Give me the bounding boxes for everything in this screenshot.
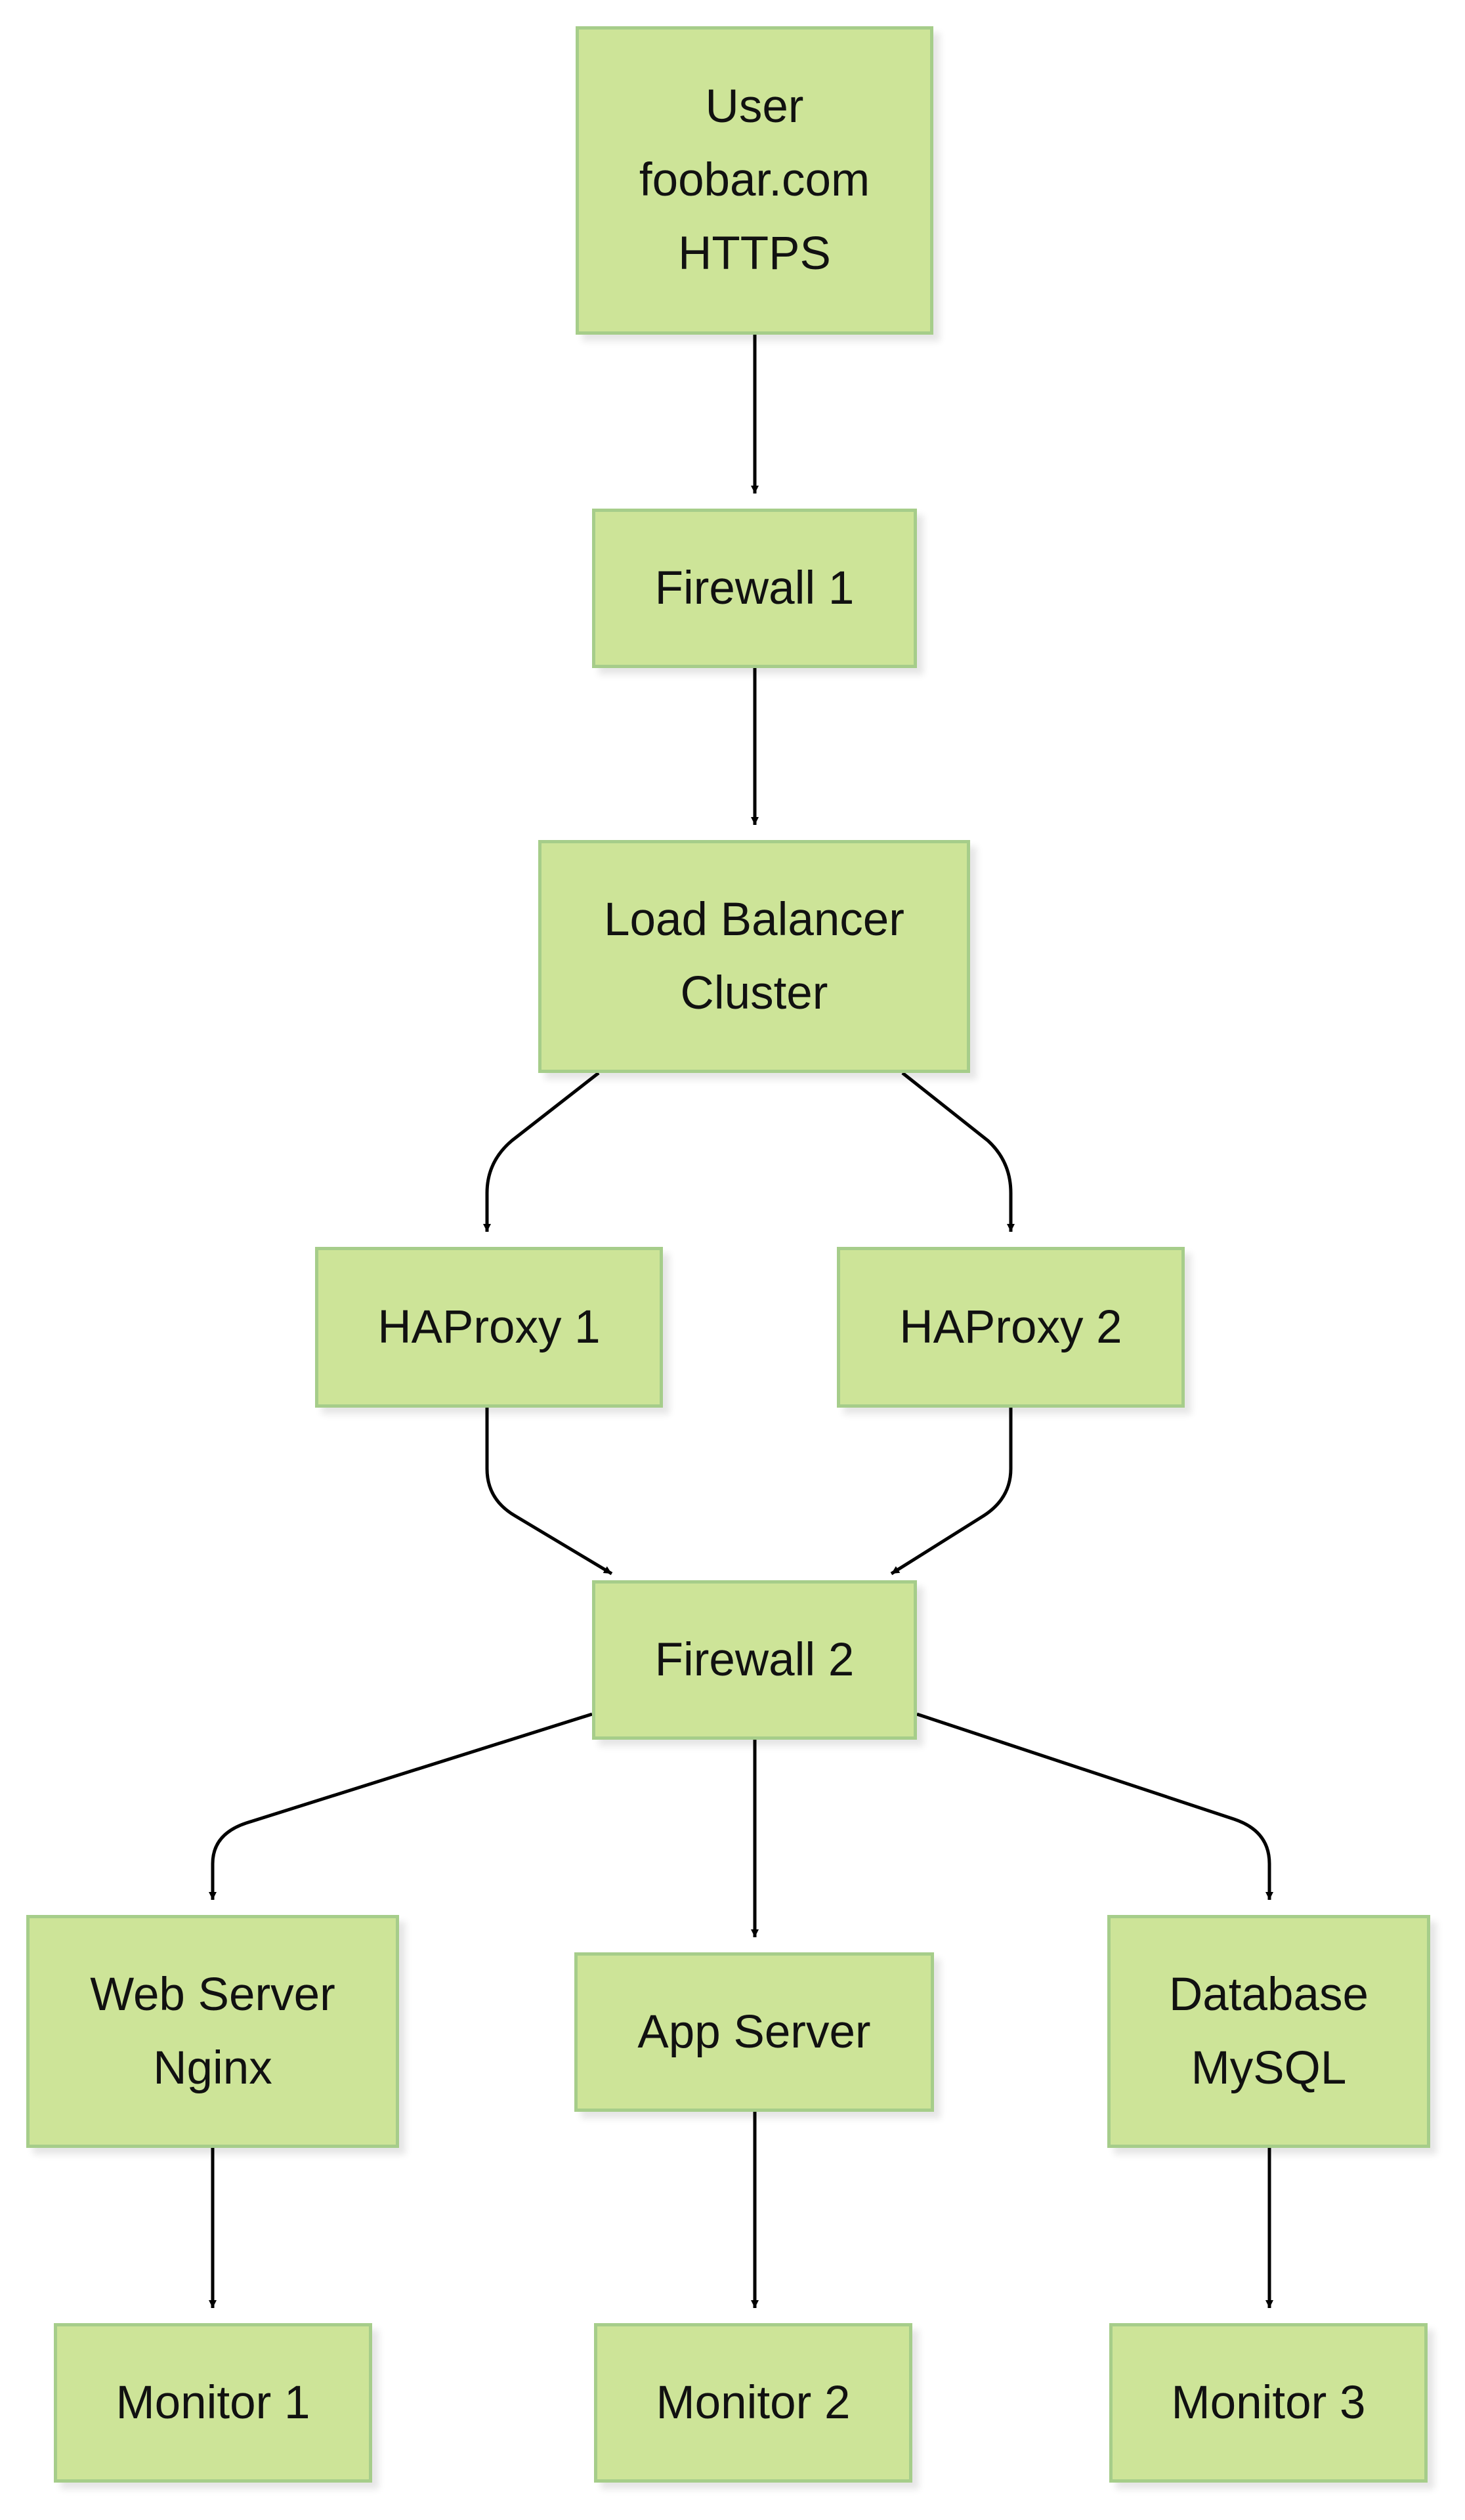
node-monitor-1-label: Monitor 1 <box>116 2376 310 2429</box>
node-monitor-3[interactable]: Monitor 3 <box>1109 2323 1428 2483</box>
node-web-server-line-2: Nginx <box>153 2042 272 2094</box>
edge-firewall2-to-web-server <box>209 1712 593 1900</box>
node-load-balancer[interactable]: Load Balancer Cluster <box>538 840 970 1073</box>
edge-load-balancer-to-haproxy2 <box>901 1072 1015 1232</box>
node-app-server-label: App Server <box>637 2006 871 2058</box>
node-user-line-1: User <box>705 81 804 133</box>
node-load-balancer-line-1: Load Balancer <box>604 893 904 946</box>
node-web-server[interactable]: Web Server Nginx <box>26 1915 399 2148</box>
node-monitor-2[interactable]: Monitor 2 <box>594 2323 912 2483</box>
node-monitor-1[interactable]: Monitor 1 <box>54 2323 372 2483</box>
node-web-server-line-1: Web Server <box>90 1968 335 2021</box>
edge-load-balancer-to-haproxy1 <box>483 1072 600 1232</box>
node-monitor-3-label: Monitor 3 <box>1171 2376 1366 2429</box>
node-load-balancer-line-2: Cluster <box>680 967 828 1019</box>
node-firewall-2[interactable]: Firewall 2 <box>592 1580 917 1740</box>
node-database-line-1: Database <box>1169 1968 1369 2021</box>
node-database[interactable]: Database MySQL <box>1107 1915 1430 2148</box>
node-app-server[interactable]: App Server <box>574 1952 934 2112</box>
node-haproxy-2-label: HAProxy 2 <box>899 1301 1122 1353</box>
node-monitor-2-label: Monitor 2 <box>656 2376 851 2429</box>
node-haproxy-1-label: HAProxy 1 <box>377 1301 601 1353</box>
node-user[interactable]: User foobar.com HTTPS <box>576 26 933 335</box>
edge-haproxy1-to-firewall2 <box>485 1408 613 1576</box>
node-firewall-2-label: Firewall 2 <box>654 1633 855 1686</box>
node-database-line-2: MySQL <box>1191 2042 1347 2094</box>
node-haproxy-1[interactable]: HAProxy 1 <box>315 1247 663 1408</box>
node-firewall-1[interactable]: Firewall 1 <box>592 509 917 668</box>
node-user-line-3: HTTPS <box>678 228 831 280</box>
node-firewall-1-label: Firewall 1 <box>654 562 855 614</box>
edge-haproxy2-to-firewall2 <box>890 1408 1013 1576</box>
edge-firewall2-to-database <box>916 1712 1273 1900</box>
node-user-line-2: foobar.com <box>639 154 870 206</box>
node-haproxy-2[interactable]: HAProxy 2 <box>837 1247 1185 1408</box>
